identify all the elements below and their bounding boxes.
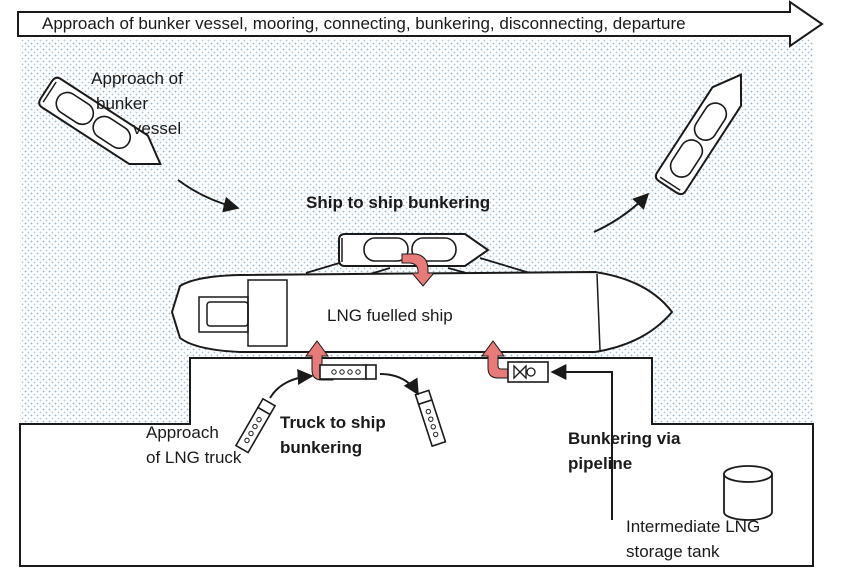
storage-tank-label: Intermediate LNG storage tank — [626, 514, 760, 564]
moored-bunker-vessel — [338, 233, 490, 267]
pipeline-line-2: pipeline — [568, 454, 633, 473]
lng-truck-approaching — [234, 397, 277, 454]
truck-approach-label: Approach of LNG truck — [146, 420, 241, 470]
departing-bunker-vessel — [654, 73, 743, 196]
fuelled-ship-label: LNG fuelled ship — [327, 306, 453, 325]
bunker-approach-line-1: Approach of — [91, 69, 183, 88]
truck-to-ship-label: Truck to ship bunkering — [280, 410, 386, 460]
bunker-approach-line-3: vessel — [132, 119, 182, 138]
truck-to-ship-line-1: Truck to ship — [280, 413, 386, 432]
truck-departure-arrow — [379, 373, 419, 396]
lng-truck-departing — [414, 389, 447, 448]
bunker-approach-label: Approach of bunker vessel — [82, 66, 192, 141]
pipeline-transfer-arrow — [481, 340, 511, 379]
process-banner-arrow — [17, 0, 824, 48]
lng-truck-connected — [319, 364, 377, 380]
ship-to-ship-transfer-arrow — [401, 253, 436, 287]
storage-tank-line-1: Intermediate LNG — [626, 517, 761, 536]
pipeline-line-1: Bunkering via — [568, 429, 681, 448]
approach-arrow — [177, 179, 240, 213]
quay-land — [19, 357, 814, 567]
truck-approach-line-2: of LNG truck — [146, 448, 242, 467]
pipeline-valve — [507, 361, 549, 383]
pipeline-label: Bunkering via pipeline — [568, 426, 680, 476]
ship-to-ship-label: Ship to ship bunkering — [306, 193, 491, 212]
approaching-bunker-vessel — [38, 76, 162, 166]
lng-fuelled-ship — [170, 270, 674, 353]
truck-to-ship-line-2: bunkering — [280, 438, 363, 457]
truck-approach-line-1: Approach — [146, 423, 219, 442]
storage-tank-line-2: storage tank — [626, 542, 720, 561]
bunker-approach-line-2: bunker — [96, 94, 148, 113]
truck-approach-arrow — [269, 368, 314, 399]
storage-tank — [723, 465, 773, 521]
process-banner-text: Approach of bunker vessel, mooring, conn… — [42, 14, 686, 33]
departure-arrow — [593, 192, 650, 233]
pipeline-line — [550, 364, 613, 520]
